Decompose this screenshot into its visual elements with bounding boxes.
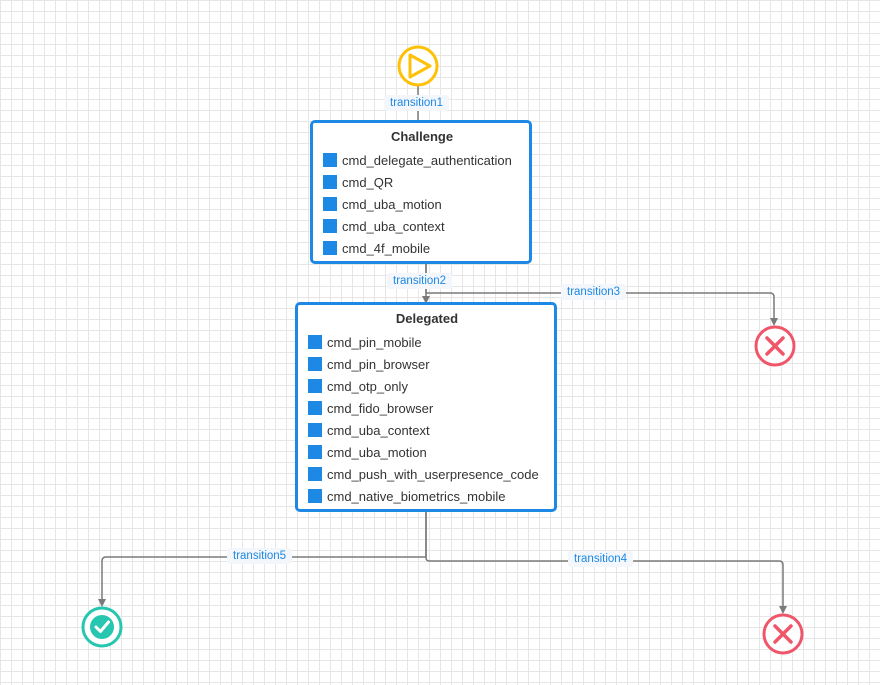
command-item[interactable]: cmd_uba_motion <box>323 193 521 215</box>
transition-label[interactable]: transition1 <box>384 95 450 111</box>
command-label: cmd_pin_mobile <box>327 334 422 350</box>
command-item[interactable]: cmd_delegate_authentication <box>323 149 521 171</box>
edge-transition3[interactable] <box>425 263 778 326</box>
square-icon <box>308 445 322 459</box>
command-item[interactable]: cmd_QR <box>323 171 521 193</box>
square-icon <box>308 357 322 371</box>
square-icon <box>323 153 337 167</box>
command-item[interactable]: cmd_otp_only <box>308 375 546 397</box>
command-label: cmd_fido_browser <box>327 400 434 416</box>
square-icon <box>323 241 337 255</box>
command-label: cmd_delegate_authentication <box>342 152 512 168</box>
command-label: cmd_native_biometrics_mobile <box>327 488 506 504</box>
command-item[interactable]: cmd_pin_mobile <box>308 331 546 353</box>
square-icon <box>308 401 322 415</box>
transition-label[interactable]: transition4 <box>568 551 634 567</box>
command-item[interactable]: cmd_fido_browser <box>308 397 546 419</box>
node-title: Delegated <box>395 311 459 326</box>
command-label: cmd_pin_browser <box>327 356 430 372</box>
command-label: cmd_uba_motion <box>327 444 427 460</box>
command-item[interactable]: cmd_pin_browser <box>308 353 546 375</box>
square-icon <box>323 175 337 189</box>
square-icon <box>308 467 322 481</box>
reject-node[interactable] <box>754 325 796 367</box>
square-icon <box>308 335 322 349</box>
command-label: cmd_uba_motion <box>342 196 442 212</box>
command-label: cmd_otp_only <box>327 378 408 394</box>
square-icon <box>308 423 322 437</box>
play-icon <box>408 53 432 79</box>
challenge-node[interactable]: Challenge cmd_delegate_authentication cm… <box>310 120 532 264</box>
transition-label[interactable]: transition3 <box>561 284 627 300</box>
start-node[interactable] <box>397 45 439 87</box>
command-label: cmd_uba_context <box>342 218 445 234</box>
command-item[interactable]: cmd_native_biometrics_mobile <box>308 485 546 507</box>
checkmark-icon <box>94 620 110 633</box>
edge-transition5[interactable] <box>98 511 427 607</box>
command-label: cmd_uba_context <box>327 422 430 438</box>
success-node[interactable] <box>81 606 123 648</box>
square-icon <box>323 219 337 233</box>
command-label: cmd_push_with_userpresence_code <box>327 466 539 482</box>
command-item[interactable]: cmd_uba_motion <box>308 441 546 463</box>
command-item[interactable]: cmd_uba_context <box>308 419 546 441</box>
command-item[interactable]: cmd_uba_context <box>323 215 521 237</box>
close-icon <box>773 624 793 644</box>
square-icon <box>323 197 337 211</box>
transition-label[interactable]: transition2 <box>387 273 453 289</box>
transition-label[interactable]: transition5 <box>227 548 293 564</box>
delegated-node[interactable]: Delegated cmd_pin_mobile cmd_pin_browser… <box>295 302 557 512</box>
node-title: Challenge <box>390 129 454 144</box>
square-icon <box>308 379 322 393</box>
square-icon <box>308 489 322 503</box>
command-label: cmd_QR <box>342 174 394 190</box>
command-item[interactable]: cmd_push_with_userpresence_code <box>308 463 546 485</box>
close-icon <box>765 336 785 356</box>
command-label: cmd_4f_mobile <box>342 240 431 256</box>
reject-node[interactable] <box>762 613 804 655</box>
command-item[interactable]: cmd_4f_mobile <box>323 237 521 259</box>
